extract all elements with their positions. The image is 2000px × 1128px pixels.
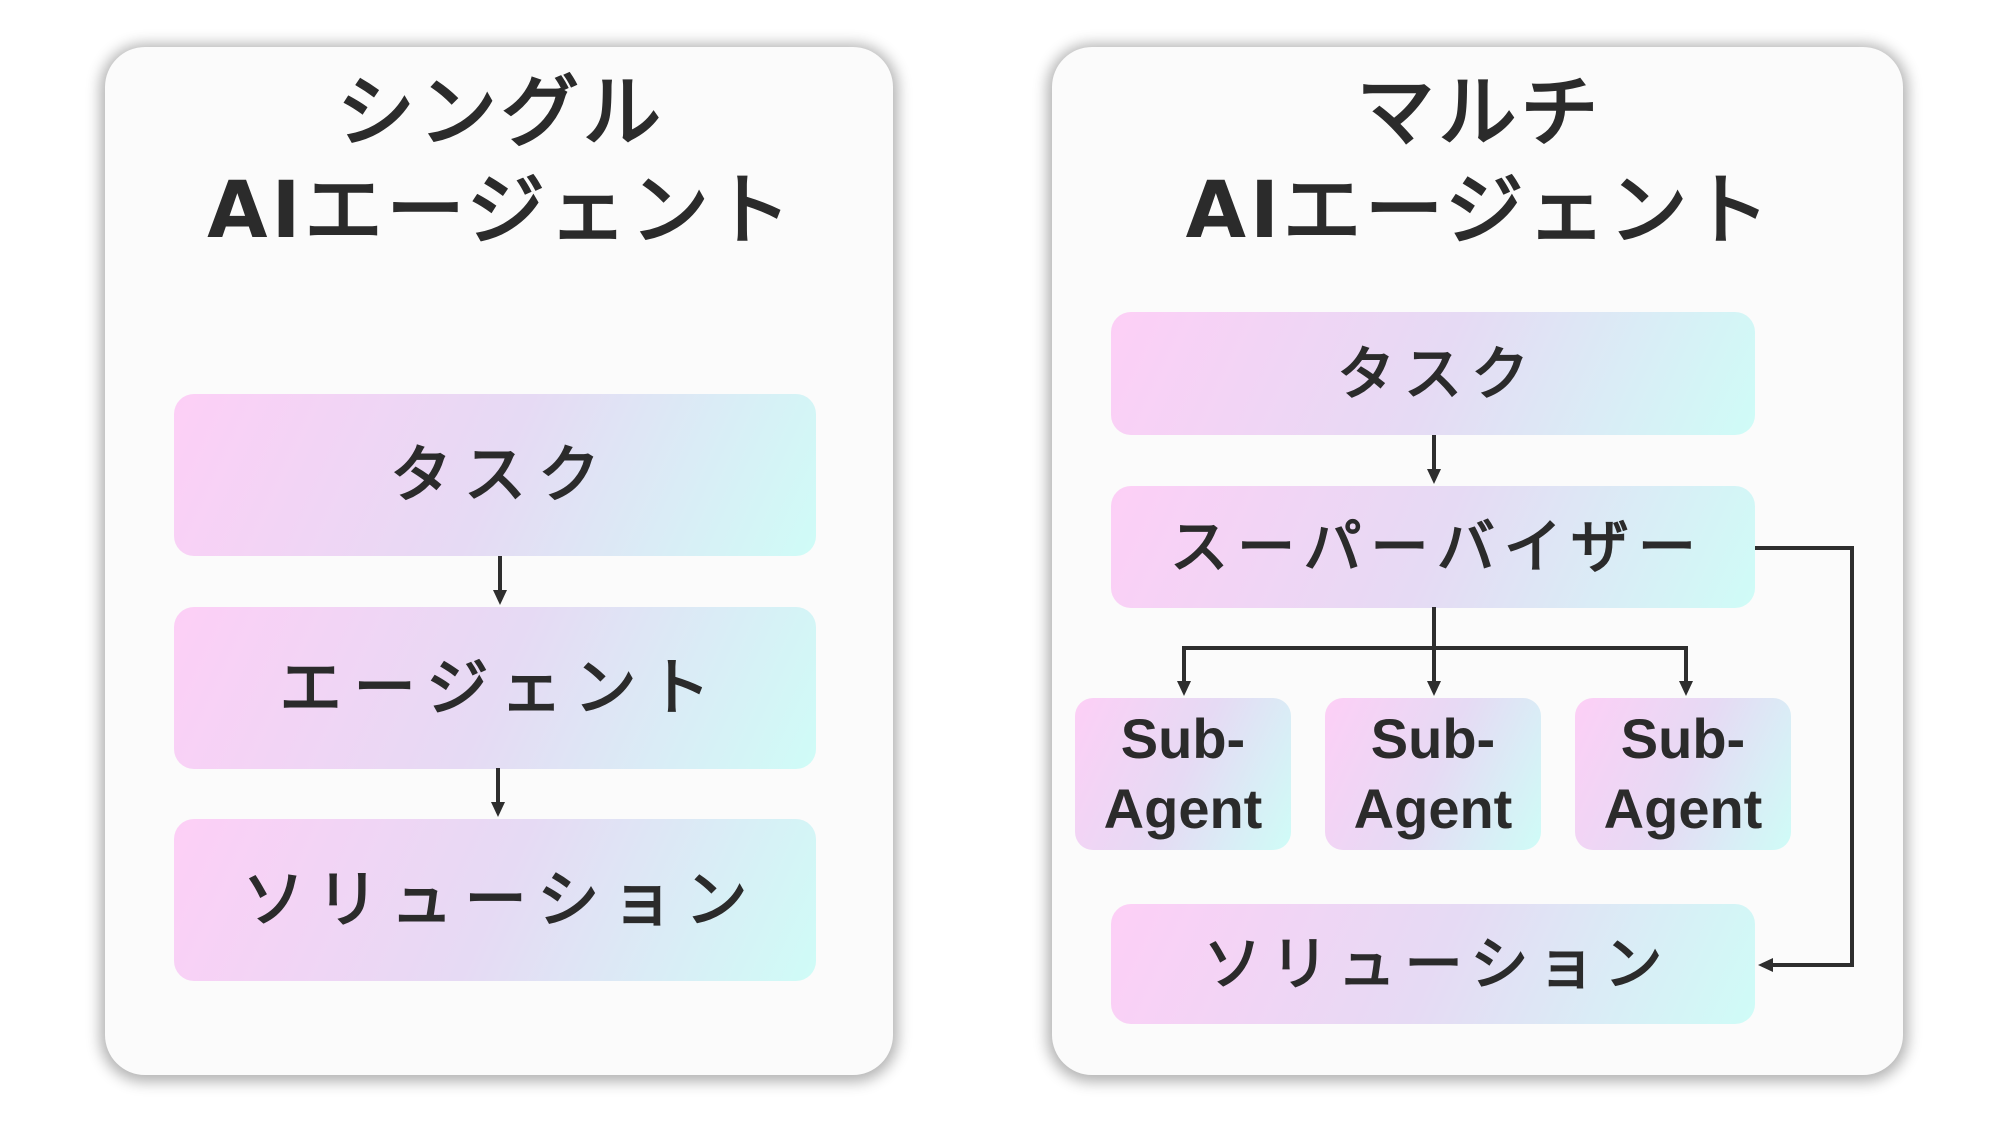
multi-agent-panel: マルチ AIエージェント タスク スーパーバイザー Sub- Agent Sub… (1052, 47, 1903, 1075)
single-agent-panel: シングル AIエージェント タスク エージェント ソリューション (105, 47, 893, 1075)
single-agent-node: エージェント (174, 607, 816, 769)
supervisor-node: スーパーバイザー (1111, 486, 1755, 608)
sub-agent-node-2: Sub- Agent (1325, 698, 1541, 850)
multi-task-label: タスク (1336, 339, 1538, 408)
single-agent-label: エージェント (279, 651, 723, 724)
multi-agent-title-line1: マルチ (1356, 68, 1603, 158)
multi-agent-title-line2: AIエージェント (1185, 166, 1774, 256)
single-task-node: タスク (174, 394, 816, 556)
multi-agent-title: マルチ AIエージェント (1052, 64, 1903, 260)
single-agent-title-line2: AIエージェント (207, 166, 795, 256)
sub-agent-3-label-line1: Sub- (1620, 707, 1746, 770)
supervisor-label: スーパーバイザー (1170, 513, 1705, 581)
sub-agent-1-label-line2: Agent (1103, 777, 1263, 840)
multi-solution-label: ソリューション (1203, 930, 1672, 998)
sub-agent-1-label-line1: Sub- (1120, 707, 1246, 770)
multi-task-node: タスク (1111, 312, 1755, 435)
sub-agent-2-label-line1: Sub- (1370, 707, 1496, 770)
sub-agent-node-1: Sub- Agent (1075, 698, 1291, 850)
sub-agent-2-label-line2: Agent (1353, 777, 1513, 840)
single-solution-node: ソリューション (174, 819, 816, 981)
sub-agent-3-label-line2: Agent (1603, 777, 1763, 840)
multi-solution-node: ソリューション (1111, 904, 1755, 1024)
single-solution-label: ソリューション (242, 863, 760, 936)
single-agent-title-line1: シングル (336, 68, 665, 158)
single-agent-title: シングル AIエージェント (105, 64, 893, 260)
sub-agent-node-3: Sub- Agent (1575, 698, 1791, 850)
single-task-label: タスク (389, 438, 612, 511)
